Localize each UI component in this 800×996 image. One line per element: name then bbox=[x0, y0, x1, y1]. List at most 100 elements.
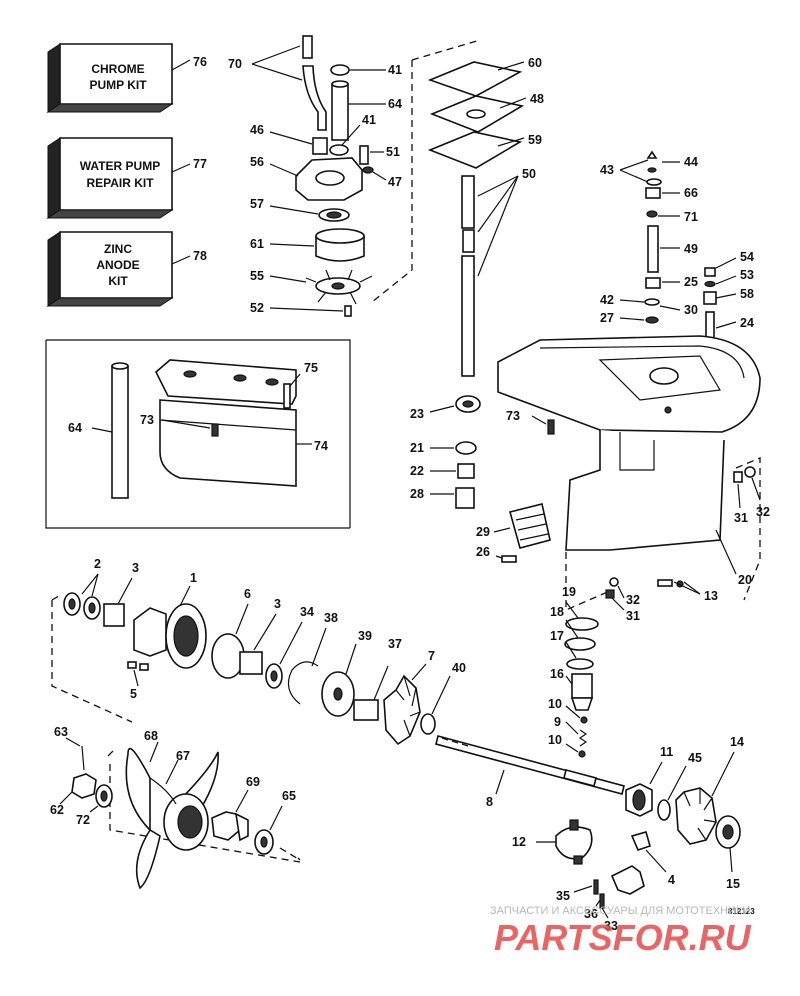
stud-part bbox=[283, 383, 291, 409]
callout-number: 33 bbox=[604, 919, 618, 933]
gasket-part bbox=[427, 131, 523, 169]
callout-number: 31 bbox=[626, 609, 640, 623]
callout-number: 63 bbox=[54, 725, 68, 739]
callout-number: 10 bbox=[548, 733, 562, 747]
callout-number: 9 bbox=[554, 715, 561, 729]
callout-number: 24 bbox=[740, 316, 754, 330]
callout-number: 45 bbox=[688, 751, 702, 765]
callout-number: 61 bbox=[250, 237, 264, 251]
nut-part bbox=[704, 267, 716, 277]
kit-box-zinc-anode: ZINC ANODE KIT 78 bbox=[46, 231, 207, 307]
plates-driveshaft-group: 60 48 59 50 bbox=[427, 56, 544, 377]
callout-number: 32 bbox=[756, 505, 770, 519]
callout-number: 36 bbox=[584, 907, 598, 921]
callout-number: 31 bbox=[734, 511, 748, 525]
forward-gear-part bbox=[675, 787, 717, 845]
kit-box-water-pump-repair: WATER PUMP REPAIR KIT 77 bbox=[46, 137, 207, 219]
callout-number: 43 bbox=[600, 163, 614, 177]
callout-number: 48 bbox=[530, 92, 544, 106]
spring-part bbox=[578, 729, 588, 747]
callout-number: 38 bbox=[324, 611, 338, 625]
callout-number: 58 bbox=[740, 287, 754, 301]
callout-number: 2 bbox=[94, 557, 101, 571]
callout-number: 5 bbox=[130, 687, 137, 701]
callout-number: 13 bbox=[704, 589, 718, 603]
callout-number: 22 bbox=[410, 464, 424, 478]
callout-number: 17 bbox=[550, 629, 564, 643]
screw-part bbox=[605, 589, 615, 599]
callout-number: 74 bbox=[314, 439, 328, 453]
water-tube-part bbox=[331, 83, 349, 141]
callout-number: 3 bbox=[274, 597, 281, 611]
callout-number: 49 bbox=[684, 242, 698, 256]
callout-number: 39 bbox=[358, 629, 372, 643]
prop-nut-part bbox=[71, 773, 97, 799]
driveshaft-part bbox=[461, 175, 475, 229]
bevel-gear-part bbox=[383, 674, 421, 746]
shift-yoke-part bbox=[555, 826, 593, 860]
callout-number: 23 bbox=[410, 407, 424, 421]
gearcase-housing-part bbox=[497, 335, 761, 551]
watermark-brand: PARTSFOR.RU bbox=[494, 917, 752, 958]
callout-number: 1 bbox=[190, 571, 197, 585]
driveshaft-part bbox=[462, 229, 475, 253]
seal-part bbox=[455, 441, 477, 455]
cotter-pin-part bbox=[81, 745, 85, 771]
callout-number: 6 bbox=[244, 587, 251, 601]
callout-number: 41 bbox=[388, 63, 402, 77]
bearing-part bbox=[103, 603, 125, 627]
bearing-part bbox=[571, 673, 593, 699]
screw-part bbox=[139, 663, 149, 671]
washer-part bbox=[744, 466, 756, 478]
anode-inset-box: 64 75 73 74 bbox=[45, 339, 351, 529]
callout-number: 26 bbox=[476, 545, 490, 559]
spacer-part bbox=[703, 291, 717, 305]
callout-number: 32 bbox=[626, 593, 640, 607]
driveshaft-part bbox=[461, 255, 475, 377]
callout-number: 64 bbox=[388, 97, 402, 111]
callout-number: 70 bbox=[228, 57, 242, 71]
kit-label: ANODE bbox=[96, 258, 139, 272]
callout-number: 21 bbox=[410, 441, 424, 455]
washer-part bbox=[565, 617, 599, 631]
impeller-part bbox=[305, 269, 373, 305]
washer-part bbox=[362, 166, 374, 174]
washer-part bbox=[704, 280, 716, 288]
callout-number: 15 bbox=[726, 877, 740, 891]
kit-label: KIT bbox=[108, 274, 128, 288]
callout-number: 37 bbox=[388, 637, 402, 651]
callout-number: 35 bbox=[556, 889, 570, 903]
key-part bbox=[344, 305, 352, 317]
kit-label: CHROME bbox=[91, 62, 144, 76]
bushing-part bbox=[645, 187, 661, 199]
callout-number: 11 bbox=[660, 745, 673, 759]
callout-number: 69 bbox=[246, 775, 260, 789]
callout-number: 18 bbox=[550, 605, 564, 619]
callout-number: 41 bbox=[362, 113, 376, 127]
callout-number: 40 bbox=[452, 661, 466, 675]
shift-lever-part bbox=[610, 865, 645, 895]
callout-number: 66 bbox=[684, 186, 698, 200]
callout-number: 51 bbox=[386, 145, 400, 159]
callout-number: 29 bbox=[476, 525, 490, 539]
callout-number: 62 bbox=[50, 803, 64, 817]
washer-part bbox=[420, 713, 436, 735]
callout-number: 28 bbox=[410, 487, 424, 501]
shift-lever-part bbox=[630, 831, 651, 851]
callout-number: 20 bbox=[738, 573, 752, 587]
gasket-part bbox=[427, 61, 523, 97]
callout-number: 64 bbox=[68, 421, 82, 435]
callout-number: 57 bbox=[250, 197, 264, 211]
callout-number: 59 bbox=[528, 133, 542, 147]
callout-number: 10 bbox=[548, 697, 562, 711]
callout-number: 56 bbox=[250, 155, 264, 169]
screw-part bbox=[211, 423, 219, 437]
callout-number: 77 bbox=[193, 157, 207, 171]
callout-number: 68 bbox=[144, 729, 158, 743]
bearing-part bbox=[239, 651, 263, 675]
callout-number: 7 bbox=[428, 649, 435, 663]
callout-number: 34 bbox=[300, 605, 314, 619]
drawing-code: 812123 bbox=[728, 907, 755, 916]
grommet-part bbox=[302, 65, 327, 131]
